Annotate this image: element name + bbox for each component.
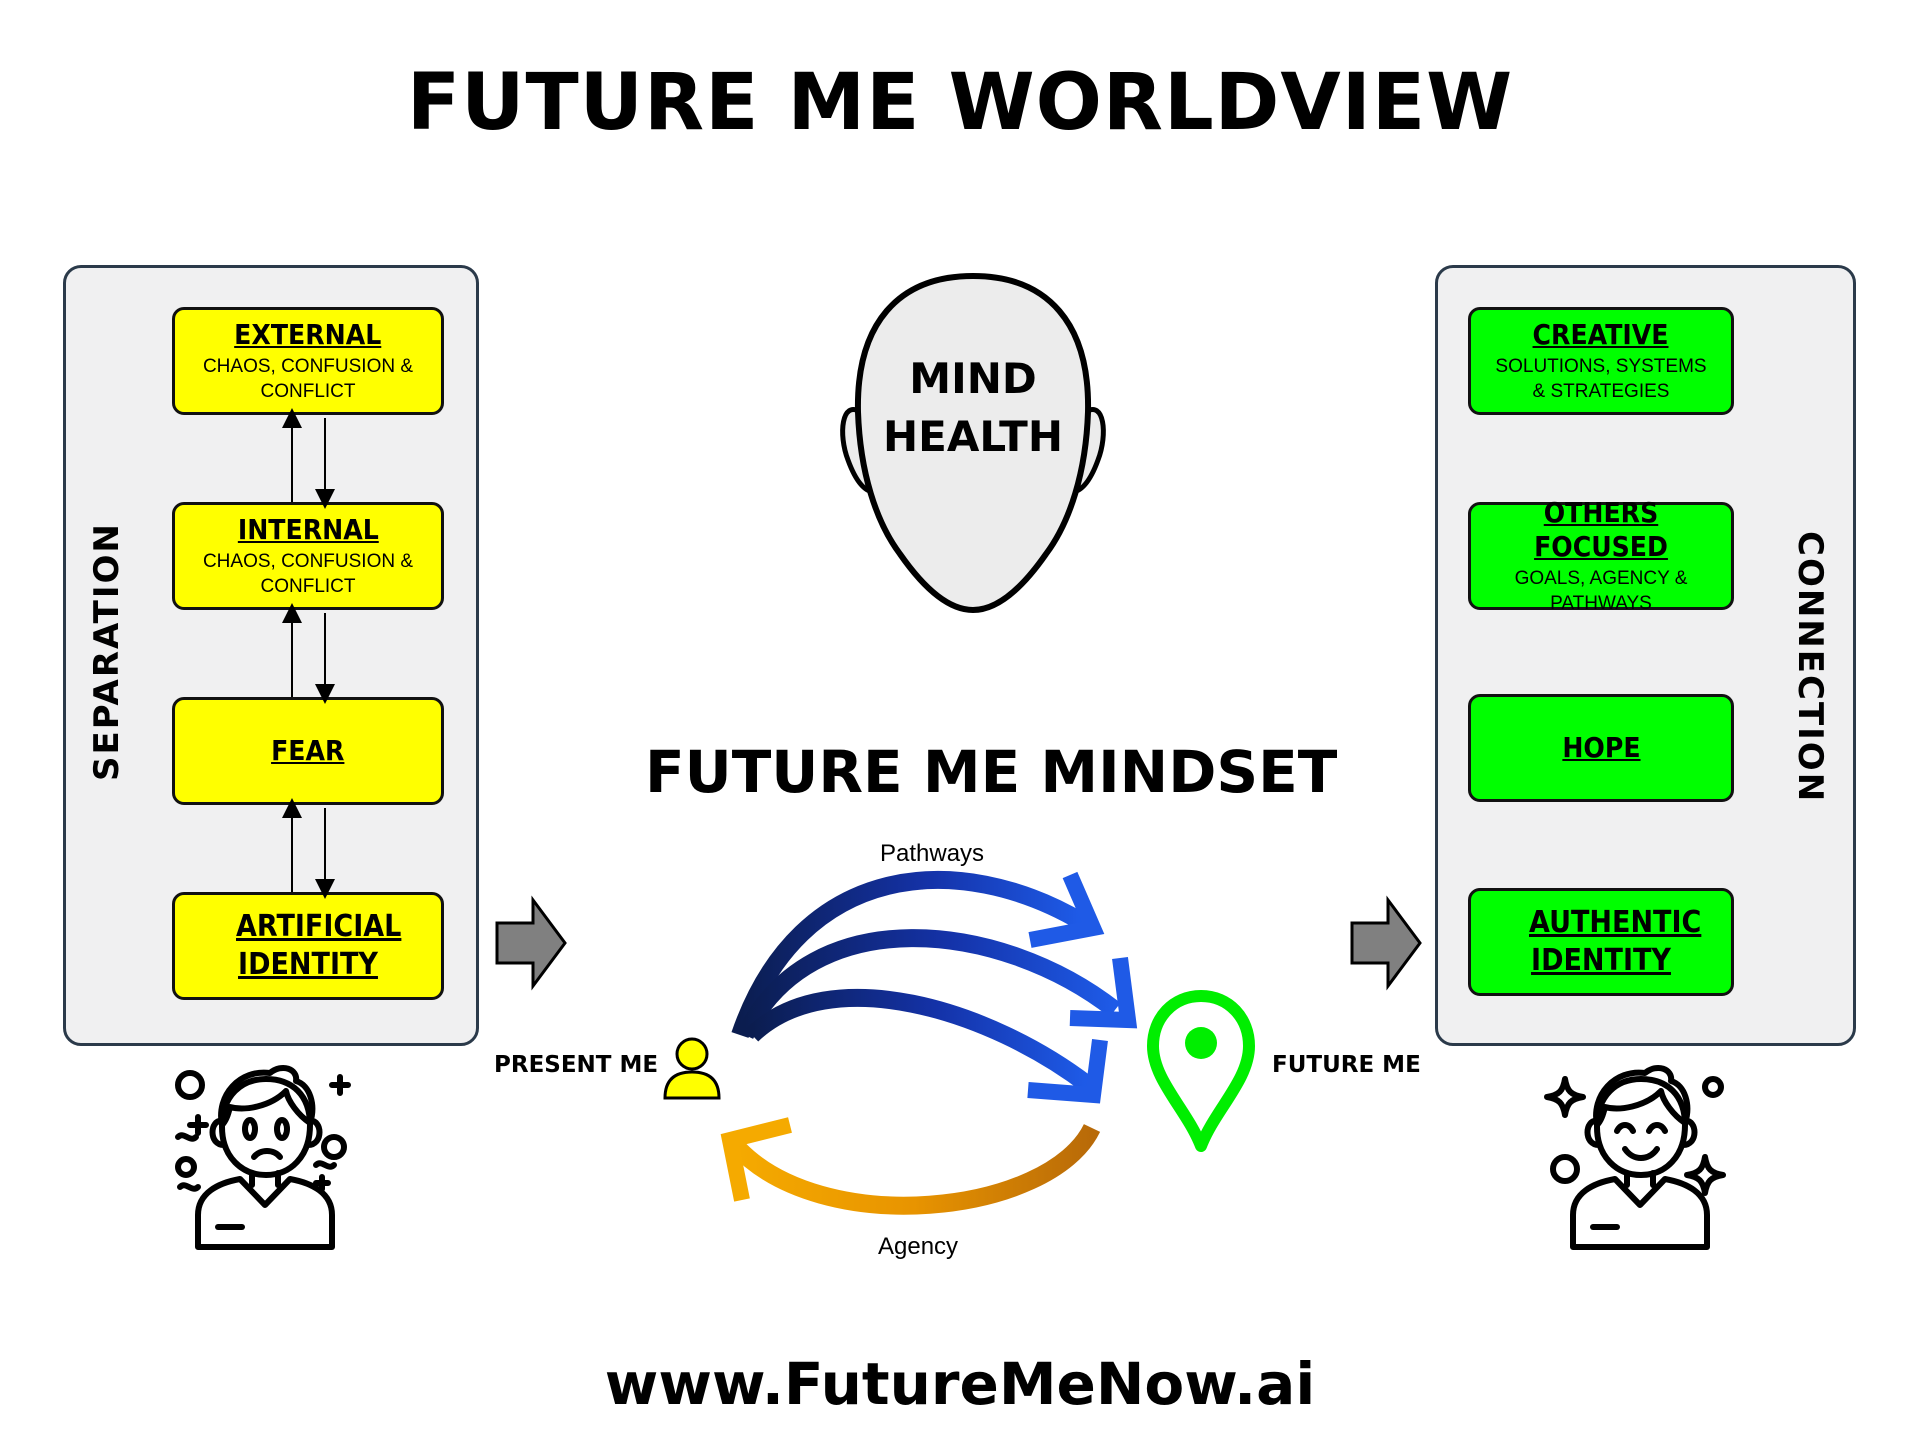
internal-title: INTERNAL [237,513,379,546]
present-me-label: PRESENT ME [494,1052,659,1078]
external-subtitle: CHAOS, CONFUSION & CONFLICT [202,356,414,402]
head-icon [840,272,1106,614]
right-arrow-icon [495,895,567,991]
mindset-title: FUTURE ME MINDSET [645,738,1338,806]
fear-title: FEAR [271,734,345,767]
pathway-arc-upper [731,871,1087,1038]
creative-box: CREATIVE SOLUTIONS, SYSTEMS & STRATEGIES [1468,307,1734,415]
page-title: FUTURE ME WORLDVIEW [406,58,1514,148]
sad-person-icon [175,1064,351,1250]
internal-subtitle: CHAOS, CONFUSION & CONFLICT [202,551,414,597]
location-pin-icon [1147,990,1255,1152]
creative-subtitle: SOLUTIONS, SYSTEMS & STRATEGIES [1495,356,1707,402]
agency-arc [728,1123,1101,1215]
others-focused-title: OTHERS FOCUSED [1534,496,1668,563]
person-icon [663,1037,721,1100]
artificial-identity-box: ARTIFICIAL IDENTITY [172,892,444,1000]
pathway-arc-middle [736,929,1121,1039]
external-box: EXTERNAL CHAOS, CONFUSION & CONFLICT [172,307,444,415]
fear-box: FEAR [172,697,444,805]
mind-label: MIND [909,354,1037,403]
pathways-label: Pathways [880,840,985,867]
creative-title: CREATIVE [1533,318,1669,351]
external-title: EXTERNAL [234,318,382,351]
mind-health-label: MIND HEALTH [838,350,1108,466]
footer-url[interactable]: www.FutureMeNow.ai [604,1350,1316,1418]
authentic-identity-box: AUTHENTIC IDENTITY [1468,888,1734,996]
health-label: HEALTH [883,412,1063,461]
artificial-identity-title: ARTIFICIAL IDENTITY [236,909,402,982]
hope-box: HOPE [1468,694,1734,802]
right-arrow-icon [1350,895,1422,991]
agency-label: Agency [878,1233,959,1260]
authentic-identity-title: AUTHENTIC IDENTITY [1529,905,1702,978]
agency-arrowhead [720,1117,792,1202]
future-me-label: FUTURE ME [1272,1052,1421,1078]
happy-person-icon [1544,1064,1726,1250]
others-focused-box: OTHERS FOCUSED GOALS, AGENCY & PATHWAYS [1468,496,1734,614]
hope-title: HOPE [1561,731,1641,764]
pathway-arc-lower [745,988,1094,1093]
others-focused-subtitle: GOALS, AGENCY & PATHWAYS [1514,568,1688,614]
internal-box: INTERNAL CHAOS, CONFUSION & CONFLICT [172,502,444,610]
